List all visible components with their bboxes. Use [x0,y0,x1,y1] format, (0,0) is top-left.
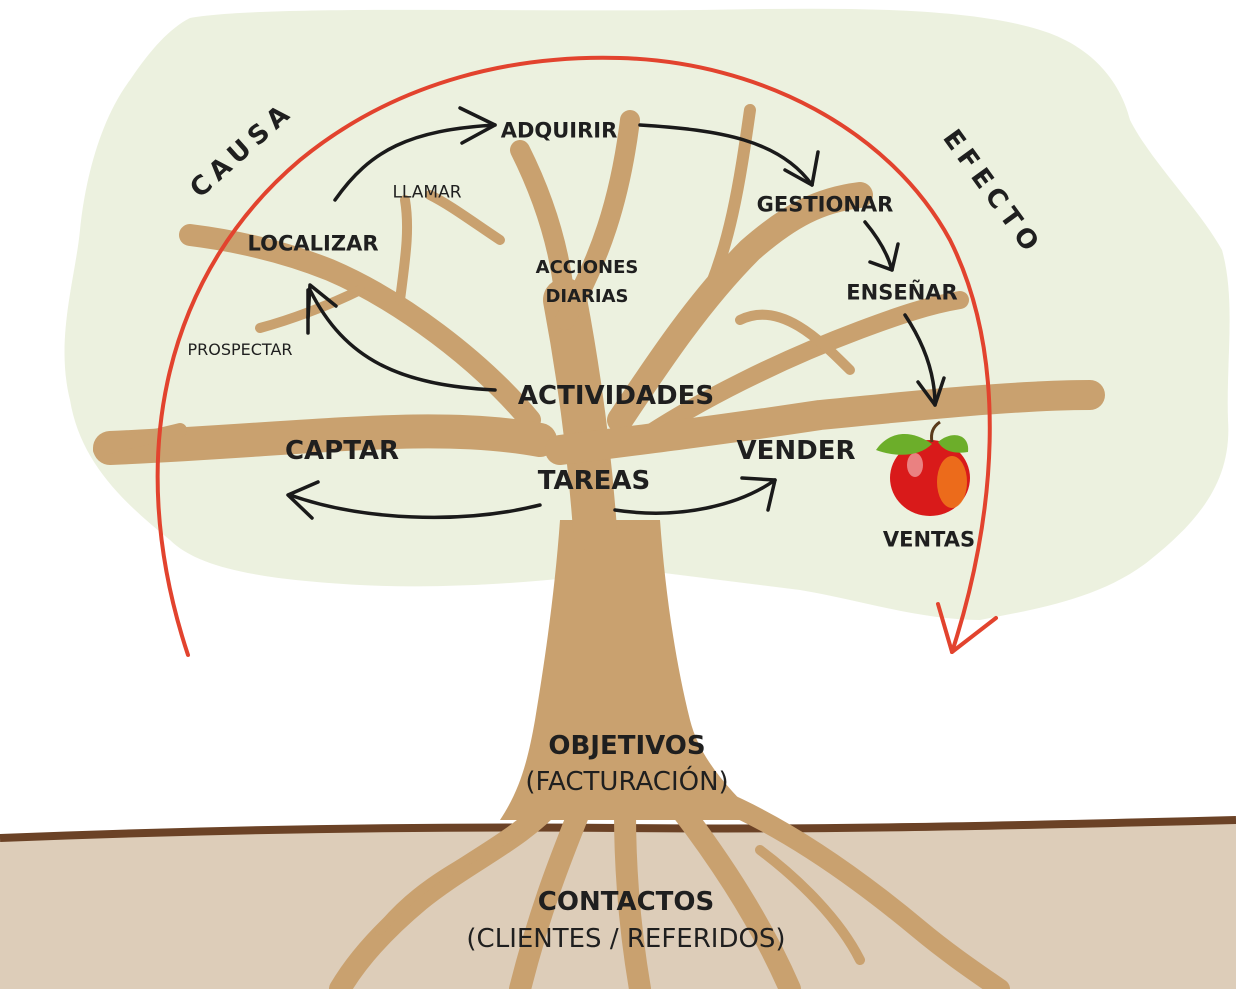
gestionar-label: GESTIONAR [757,195,894,216]
clientes-referidos-label: (CLIENTES / REFERIDOS) [466,926,785,952]
ventas-label: VENTAS [883,530,975,551]
diarias-label: DIARIAS [545,288,628,306]
localizar-label: LOCALIZAR [248,234,379,255]
facturacion-label: (FACTURACIÓN) [525,769,728,795]
vender-label: VENDER [736,438,855,464]
llamar-label: LLAMAR [392,185,461,202]
acciones-label: ACCIONES [536,259,639,277]
tareas-label: TAREAS [538,468,650,494]
adquirir-label: ADQUIRIR [501,121,618,142]
prospectar-label: PROSPECTAR [187,342,292,358]
contactos-label: CONTACTOS [538,889,714,915]
objetivos-label: OBJETIVOS [548,733,705,759]
ensenar-label: ENSEÑAR [846,283,957,304]
actividades-label: ACTIVIDADES [518,383,714,409]
captar-label: CAPTAR [285,438,399,464]
